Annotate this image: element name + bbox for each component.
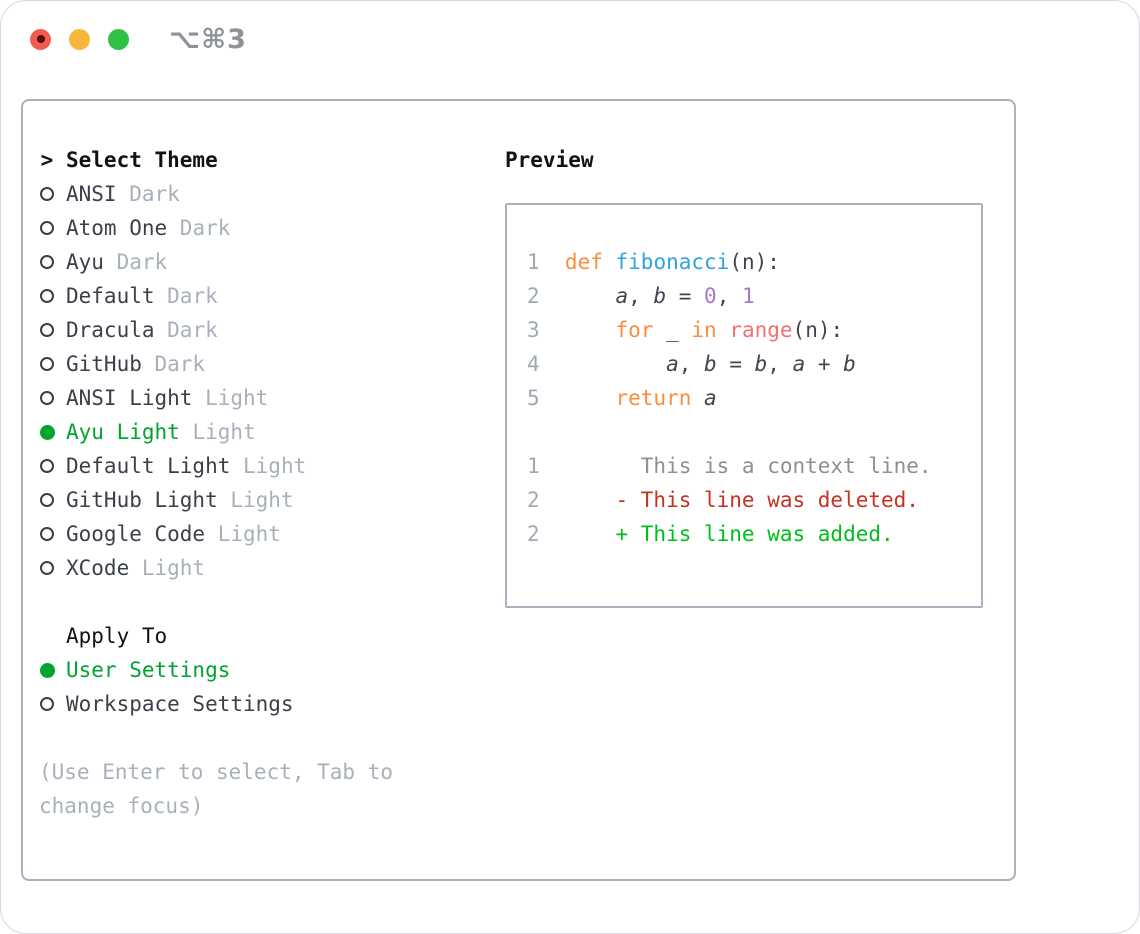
theme-option-default-light-light[interactable]: Default Light Light	[39, 449, 505, 483]
radio-unselected-icon	[40, 187, 54, 201]
cursor-marker: >	[39, 143, 55, 177]
theme-option-ansi-light-light[interactable]: ANSI Light Light	[39, 381, 505, 415]
radio-unselected-icon	[40, 323, 54, 337]
apply-option-label: User Settings	[66, 658, 231, 682]
theme-variant: Dark	[179, 216, 231, 240]
radio-selected-icon	[39, 424, 55, 440]
radio-unselected-icon	[40, 459, 54, 473]
theme-option-dracula-dark[interactable]: Dracula Dark	[39, 313, 505, 347]
code-line: 5 return a	[527, 381, 981, 415]
apply-to-header: Apply To	[39, 619, 505, 653]
theme-variant: Dark	[116, 250, 168, 274]
window-title: ⌥⌘3	[169, 23, 247, 55]
code-line: 3 for _ in range(n):	[527, 313, 981, 347]
preview-label: Preview	[505, 148, 594, 172]
radio-unselected-icon	[40, 357, 54, 371]
code-line: 2 a, b = 0, 1	[527, 279, 981, 313]
theme-name: GitHub Light	[66, 488, 218, 512]
theme-name: Google Code	[66, 522, 206, 546]
theme-name: Default Light	[66, 454, 231, 478]
apply-option-user-settings[interactable]: User Settings	[39, 653, 505, 687]
line-number: 2	[527, 522, 540, 546]
theme-option-github-dark[interactable]: GitHub Dark	[39, 347, 505, 381]
radio-selected-icon	[39, 662, 55, 678]
diff-context-line: 1 This is a context line.	[527, 449, 981, 483]
theme-name: Ayu Light	[66, 420, 180, 444]
line-number: 2	[527, 284, 540, 308]
theme-option-github-light-light[interactable]: GitHub Light Light	[39, 483, 505, 517]
theme-name: ANSI	[66, 182, 117, 206]
line-number: 3	[527, 318, 540, 342]
diff-deleted-line: 2 - This line was deleted.	[527, 483, 981, 517]
theme-variant: Light	[205, 386, 269, 410]
theme-name: Dracula	[66, 318, 155, 342]
line-number: 1	[527, 454, 540, 478]
theme-variant: Dark	[167, 318, 218, 342]
theme-name: ANSI Light	[66, 386, 193, 410]
radio-unselected-icon	[40, 221, 54, 235]
theme-option-ayu-dark[interactable]: Ayu Dark	[39, 245, 505, 279]
theme-variant: Light	[243, 454, 307, 478]
radio-unselected-icon	[40, 493, 54, 507]
code-line: 4 a, b = b, a + b	[527, 347, 981, 381]
radio-unselected-icon	[40, 391, 54, 405]
theme-variant: Light	[230, 488, 294, 512]
line-number: 1	[527, 250, 540, 274]
theme-variant: Light	[141, 556, 206, 580]
theme-name: Ayu	[66, 250, 104, 274]
line-number: 4	[527, 352, 540, 376]
apply-to-label: Apply To	[66, 624, 168, 648]
apply-option-workspace-settings[interactable]: Workspace Settings	[39, 687, 505, 721]
apply-option-label: Workspace Settings	[66, 692, 294, 716]
hint-text: (Use Enter to select, Tab to change focu…	[39, 760, 394, 818]
zoom-button[interactable]	[108, 28, 129, 50]
radio-unselected-icon	[40, 527, 54, 541]
theme-variant: Light	[217, 522, 281, 546]
theme-variant: Light	[192, 420, 256, 444]
theme-name: GitHub	[66, 352, 142, 376]
line-number: 5	[527, 386, 540, 410]
theme-name: Atom One	[66, 216, 168, 240]
theme-variant: Dark	[167, 284, 218, 308]
theme-variant: Dark	[129, 182, 180, 206]
theme-option-atom-one-dark[interactable]: Atom One Dark	[39, 211, 505, 245]
theme-option-default-dark[interactable]: Default Dark	[39, 279, 505, 313]
titlebar: ⌥⌘3	[1, 1, 1139, 77]
theme-variant: Dark	[154, 352, 206, 376]
select-theme-header: > Select Theme	[39, 143, 505, 177]
select-theme-label: Select Theme	[66, 148, 218, 172]
traffic-lights	[30, 28, 129, 50]
radio-unselected-icon	[40, 255, 54, 269]
radio-unselected-icon	[40, 289, 54, 303]
diff-added-line: 2 + This line was added.	[527, 517, 981, 551]
unsaved-indicator-dot	[36, 35, 45, 43]
line-number: 2	[527, 488, 540, 512]
theme-option-ansi-dark[interactable]: ANSI Dark	[39, 177, 505, 211]
preview-header: Preview	[505, 143, 986, 177]
theme-option-google-code-light[interactable]: Google Code Light	[39, 517, 505, 551]
radio-unselected-icon	[40, 561, 54, 575]
theme-option-ayu-light-light[interactable]: Ayu Light Light	[39, 415, 505, 449]
theme-name: XCode	[66, 556, 130, 580]
theme-option-xcode-light[interactable]: XCode Light	[39, 551, 505, 585]
minimize-button[interactable]	[69, 28, 90, 50]
close-button[interactable]	[30, 28, 51, 50]
radio-unselected-icon	[40, 697, 54, 711]
cursor-arrow-icon: >	[40, 148, 54, 172]
theme-name: Default	[66, 284, 155, 308]
blank-line	[527, 415, 981, 449]
